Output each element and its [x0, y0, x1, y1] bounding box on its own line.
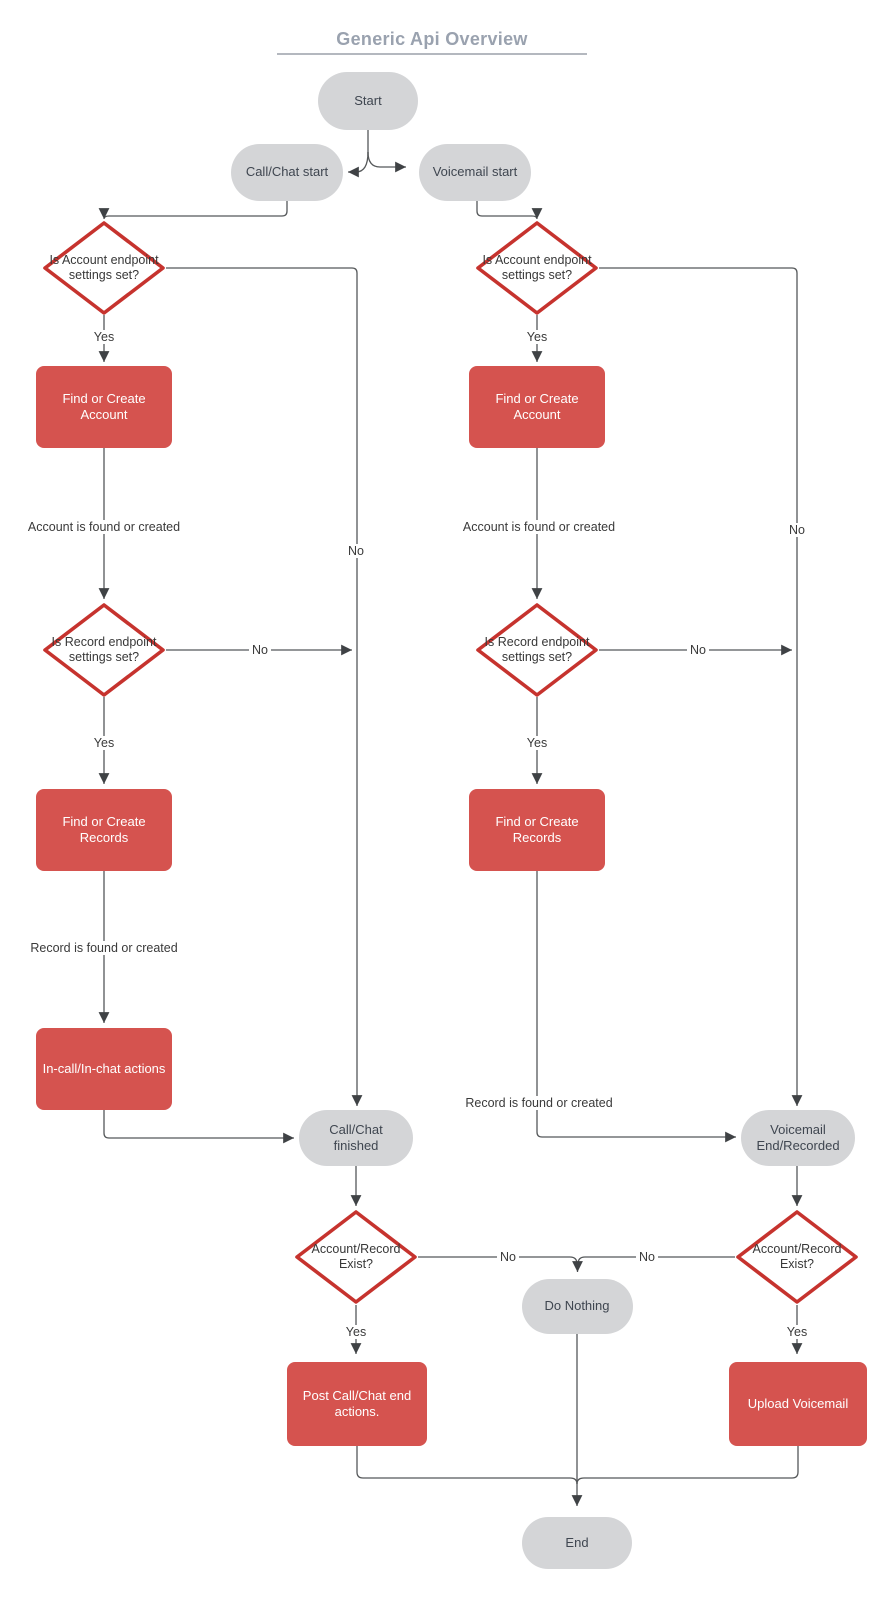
edge-label-account-found-left: Account is found or created — [24, 520, 184, 534]
edge-label-account-found-right: Account is found or created — [459, 520, 619, 534]
edge-label-no-right-1: No — [786, 523, 808, 537]
decision-diamond-shape — [476, 603, 598, 697]
edge-label-yes-right-3: Yes — [783, 1325, 811, 1339]
page-title: Generic Api Overview — [336, 29, 528, 49]
node-label: Is Account endpoint settings set? — [482, 252, 592, 282]
node-label: Is Account endpoint settings set? — [49, 252, 159, 282]
edge-label-yes-right-2: Yes — [523, 736, 551, 750]
node-post-actions: Post Call/Chat end actions. — [287, 1362, 427, 1446]
node-callchat-start: Call/Chat start — [231, 143, 343, 201]
node-account-settings-right: Is Account endpoint settings set? — [475, 221, 599, 315]
node-callchat-finished: Call/Chat finished — [299, 1110, 413, 1166]
node-find-account-right: Find or Create Account — [469, 366, 605, 448]
node-end: End — [522, 1517, 632, 1569]
edge-label-no-left-3: No — [497, 1250, 519, 1264]
edge-label-record-found-left: Record is found or created — [27, 941, 181, 955]
node-voicemail-start: Voicemail start — [419, 143, 531, 201]
node-incall-actions: In-call/In-chat actions — [36, 1028, 172, 1110]
node-voicemail-end: Voicemail End/Recorded — [741, 1110, 855, 1166]
decision-diamond-shape — [43, 603, 165, 697]
node-record-settings-right: Is Record endpoint settings set? — [475, 603, 599, 697]
decision-diamond-shape — [295, 1210, 417, 1304]
node-find-records-right: Find or Create Records — [469, 789, 605, 871]
edge-label-no-left-2: No — [249, 643, 271, 657]
node-find-records-left: Find or Create Records — [36, 789, 172, 871]
node-label: Is Record endpoint settings set? — [484, 634, 590, 664]
edge-label-record-found-right: Record is found or created — [462, 1096, 616, 1110]
edge-label-no-right-2: No — [687, 643, 709, 657]
edge-label-yes-left-1: Yes — [90, 330, 118, 344]
title-underline — [277, 53, 587, 55]
node-exist-right: Account/Record Exist? — [735, 1210, 859, 1304]
node-label: Account/Record Exist? — [752, 1241, 842, 1271]
edge-label-yes-left-3: Yes — [342, 1325, 370, 1339]
edge-label-no-left-1: No — [345, 544, 367, 558]
decision-diamond-shape — [476, 221, 598, 315]
node-label: Is Record endpoint settings set? — [51, 634, 157, 664]
decision-diamond-shape — [43, 221, 165, 315]
node-upload-voicemail: Upload Voicemail — [729, 1362, 867, 1446]
node-record-settings-left: Is Record endpoint settings set? — [42, 603, 166, 697]
node-start: Start — [318, 72, 418, 130]
node-account-settings-left: Is Account endpoint settings set? — [42, 221, 166, 315]
decision-diamond-shape — [736, 1210, 858, 1304]
edge-label-yes-right-1: Yes — [523, 330, 551, 344]
edge-label-no-right-3: No — [636, 1250, 658, 1264]
node-label: Account/Record Exist? — [311, 1241, 401, 1271]
node-exist-left: Account/Record Exist? — [294, 1210, 418, 1304]
edge-label-yes-left-2: Yes — [90, 736, 118, 750]
node-find-account-left: Find or Create Account — [36, 366, 172, 448]
node-do-nothing: Do Nothing — [521, 1278, 633, 1334]
